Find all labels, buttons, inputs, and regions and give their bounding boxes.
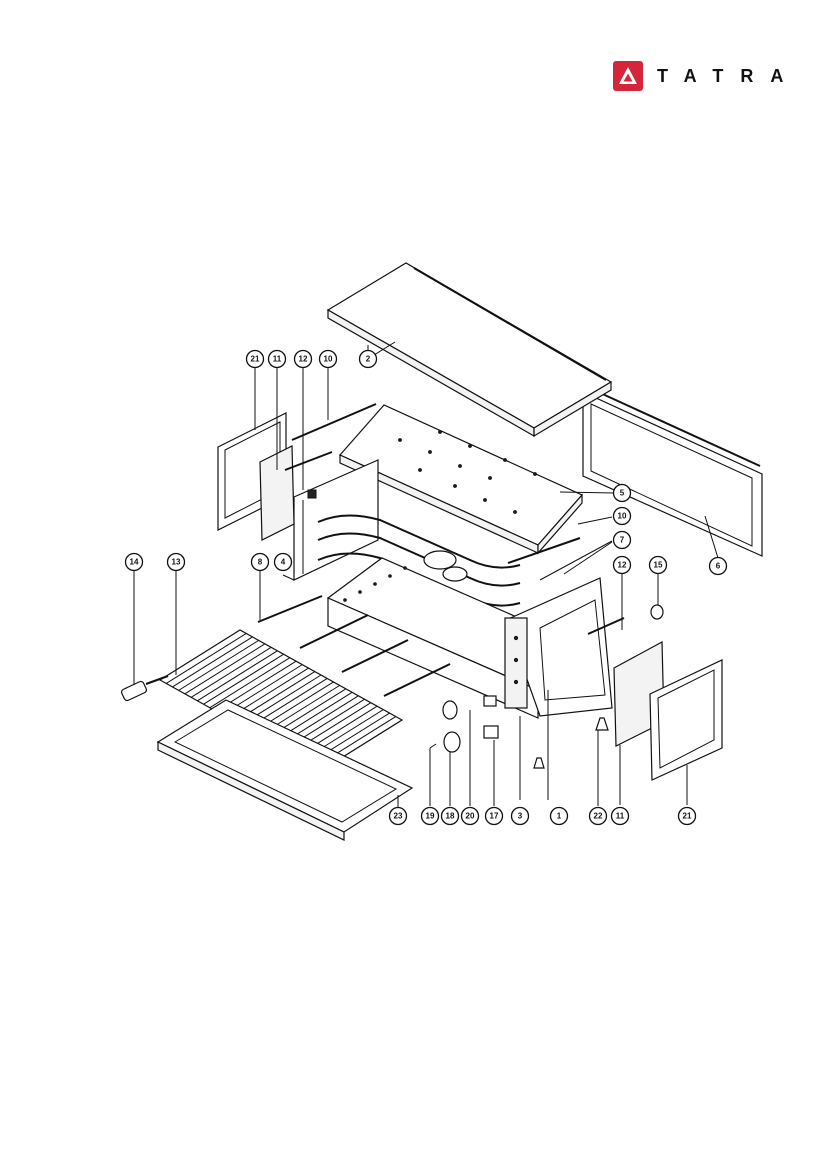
grate-bar — [209, 657, 291, 709]
part-rear-panel — [582, 385, 763, 557]
callout-17: 17 — [484, 806, 504, 826]
svg-text:10: 10 — [618, 512, 627, 521]
callout-8: 8 — [250, 552, 270, 572]
svg-text:11: 11 — [616, 812, 625, 821]
callout-12-right: 12 — [612, 555, 632, 575]
svg-text:14: 14 — [130, 558, 139, 567]
svg-text:20: 20 — [466, 812, 475, 821]
svg-text:2: 2 — [366, 355, 371, 364]
callout-20: 20 — [460, 806, 480, 826]
grate-bar — [178, 639, 259, 691]
svg-text:1: 1 — [557, 812, 562, 821]
svg-text:11: 11 — [273, 355, 282, 364]
svg-text:15: 15 — [654, 561, 663, 570]
part-heating-elements — [317, 514, 613, 607]
part-drip-tray — [156, 699, 414, 841]
grate-bar — [203, 653, 284, 705]
callout-18: 18 — [440, 806, 460, 826]
svg-text:21: 21 — [251, 355, 260, 364]
grate-bar — [165, 633, 247, 684]
triangle-logo-icon — [613, 61, 643, 91]
svg-text:21: 21 — [683, 812, 692, 821]
callout-3: 3 — [510, 806, 530, 826]
callout-15: 15 — [648, 555, 668, 575]
grate-bar — [184, 643, 266, 695]
callout-14: 14 — [124, 552, 144, 572]
svg-text:18: 18 — [446, 812, 455, 821]
callout-11-right: 11 — [610, 806, 630, 826]
grate-bar — [172, 636, 253, 688]
svg-text:8: 8 — [258, 558, 263, 567]
part-right-side-panels — [587, 572, 723, 805]
svg-text:22: 22 — [594, 812, 603, 821]
callout-10-right: 10 — [612, 506, 632, 526]
callout-10-top: 10 — [318, 349, 338, 369]
part-controls — [429, 572, 664, 806]
svg-text:3: 3 — [518, 812, 523, 821]
callout-1: 1 — [549, 806, 569, 826]
svg-text:19: 19 — [426, 812, 435, 821]
callout-21-left: 21 — [245, 349, 265, 369]
part-left-inner-panel — [293, 459, 379, 581]
svg-text:4: 4 — [281, 558, 286, 567]
callout-23: 23 — [388, 806, 408, 826]
part-top-cover — [326, 262, 613, 438]
part-main-body — [326, 557, 613, 800]
grate-bar — [197, 650, 278, 702]
callout-21-right: 21 — [677, 806, 697, 826]
callout-4: 4 — [273, 552, 293, 572]
callout-13: 13 — [166, 552, 186, 572]
svg-text:10: 10 — [324, 355, 333, 364]
svg-text:7: 7 — [620, 536, 625, 545]
svg-text:12: 12 — [618, 561, 627, 570]
callout-7: 7 — [612, 530, 632, 550]
svg-text:6: 6 — [716, 562, 721, 571]
svg-text:23: 23 — [394, 812, 403, 821]
brand-name: TATRA — [657, 65, 801, 86]
svg-text:12: 12 — [299, 355, 308, 364]
grate-bar — [190, 646, 272, 698]
part-rods — [257, 570, 451, 697]
part-heat-plate — [339, 404, 615, 555]
callout-19: 19 — [420, 806, 440, 826]
callout-12-left: 12 — [293, 349, 313, 369]
svg-text:13: 13 — [172, 558, 181, 567]
svg-text:17: 17 — [490, 812, 499, 821]
callout-2: 2 — [358, 349, 378, 369]
brand-logo: TATRA — [613, 61, 800, 91]
svg-text:5: 5 — [620, 489, 625, 498]
callout-5: 5 — [612, 483, 632, 503]
part-left-side-panels — [217, 368, 377, 541]
callout-11-left: 11 — [267, 349, 287, 369]
callout-6: 6 — [708, 556, 728, 576]
callout-22: 22 — [588, 806, 608, 826]
